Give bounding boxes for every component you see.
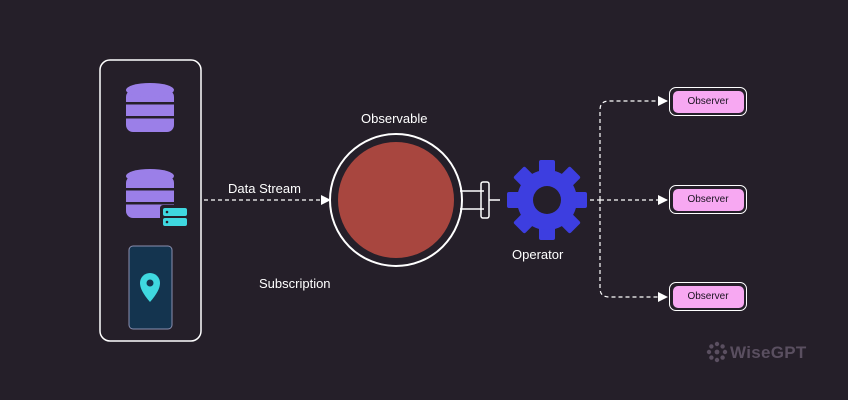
subscription-label: Subscription (259, 276, 331, 291)
observable-label: Observable (361, 111, 428, 126)
observer-branches (590, 96, 668, 302)
observer-node: Observer (669, 282, 747, 311)
observer-node: Observer (669, 87, 747, 116)
data-stream-label: Data Stream (228, 181, 301, 196)
data-sources-panel (99, 59, 202, 342)
brand-logo-icon (706, 341, 728, 363)
observer-label: Observer (672, 188, 744, 211)
observer-node: Observer (669, 185, 747, 214)
operator-label: Operator (512, 247, 564, 262)
observable-circle (329, 133, 463, 267)
database-icon (126, 83, 174, 132)
gear-icon (507, 160, 587, 240)
observer-label: Observer (672, 285, 744, 308)
branch-to-observer-3 (599, 200, 668, 302)
phone-location-icon (128, 245, 173, 330)
pipe-connector (460, 181, 500, 219)
brand-watermark: WiseGPT (730, 343, 807, 362)
observer-label: Observer (672, 90, 744, 113)
database-server-icon (126, 169, 190, 229)
branch-to-observer-1 (599, 96, 668, 200)
